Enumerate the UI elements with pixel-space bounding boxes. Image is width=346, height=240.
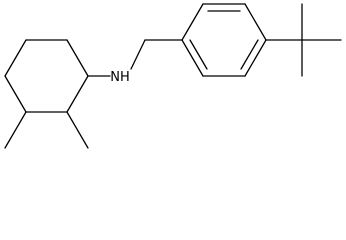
ring-bond <box>4 39 27 77</box>
nitrogen-methylene-bond <box>130 39 146 70</box>
methyl-bond <box>66 111 89 149</box>
aromatic-bond <box>181 39 204 77</box>
ring-bond <box>4 75 27 113</box>
molecule-structure: NH <box>4 3 342 149</box>
aromatic-double-bond <box>189 39 208 70</box>
ring-bond <box>66 39 89 77</box>
cyclohexane-ring <box>4 39 89 113</box>
aromatic-bond <box>244 3 267 41</box>
amine-label: NH <box>110 70 130 85</box>
benzene-ring <box>181 3 267 77</box>
aromatic-bond <box>244 39 267 77</box>
tert-butyl-group <box>265 3 342 77</box>
methyl-bond <box>4 111 27 149</box>
ring-bond <box>66 75 89 113</box>
aromatic-double-bond <box>240 39 259 70</box>
aromatic-bond <box>181 3 204 41</box>
